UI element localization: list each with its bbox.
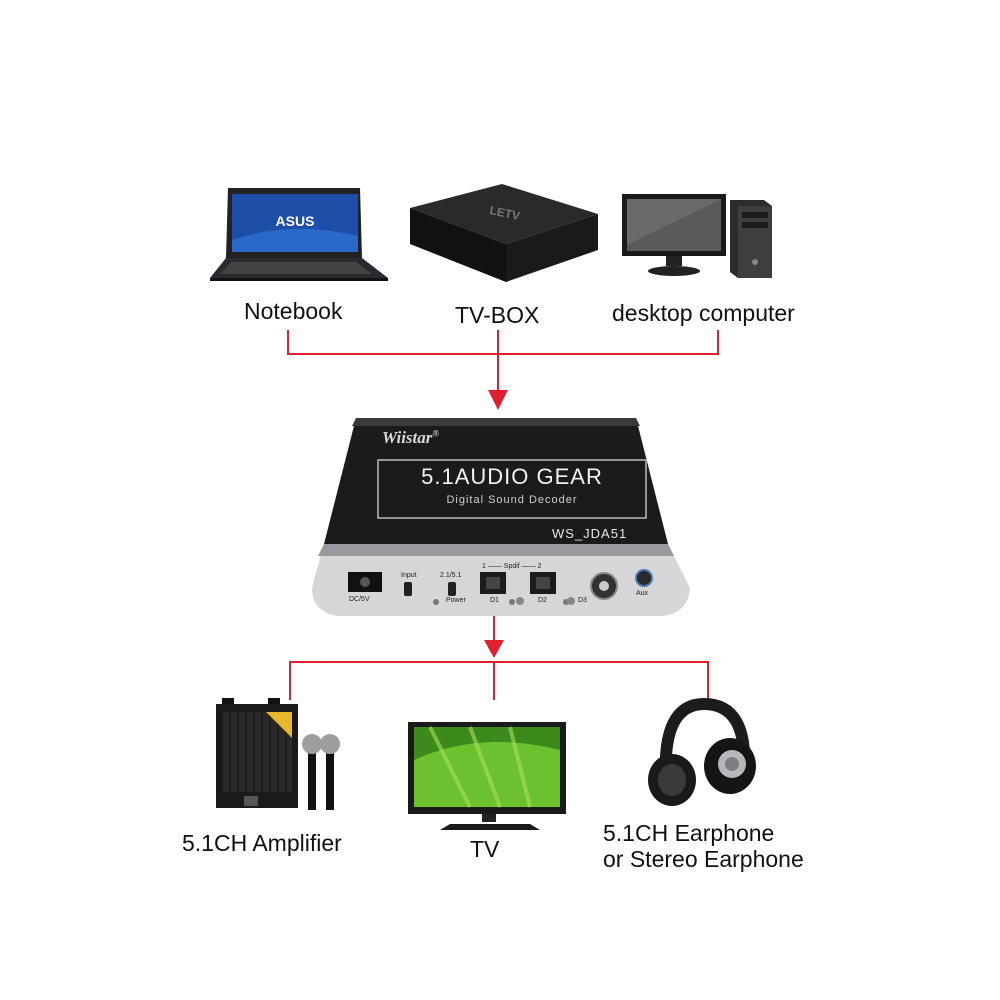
- device-brand: Wiistar®: [382, 428, 439, 448]
- port-label-power: Power: [446, 597, 466, 604]
- device-model: WS_JDA51: [552, 526, 628, 541]
- port-label-dc: DC/5V: [349, 596, 370, 603]
- source-label-tv-box: TV-BOX: [455, 302, 540, 328]
- device-subtitle: Digital Sound Decoder: [446, 494, 578, 506]
- input-arrow-head: [488, 390, 508, 410]
- aux-port: [635, 569, 653, 587]
- input-connector: [287, 330, 719, 394]
- output-connector: [289, 614, 709, 700]
- port-label-input: Input: [401, 572, 417, 579]
- device-title: 5.1AUDIO GEAR: [421, 464, 603, 489]
- port-label-mode: 2.1/5.1: [440, 572, 462, 579]
- laptop-screen-logo: ASUS: [276, 213, 315, 229]
- output-label-tv: TV: [470, 836, 500, 862]
- device-brand-mark: ®: [432, 428, 440, 439]
- tv-box-logo: LETV: [488, 203, 521, 223]
- device-brand-name: Wiistar: [382, 428, 433, 447]
- source-label-notebook: Notebook: [244, 298, 343, 324]
- port-label-d2: D2: [538, 597, 547, 604]
- output-label-earphone: 5.1CH Earphone or Stereo Earphone: [603, 820, 804, 872]
- port-label-aux: Aux: [636, 590, 649, 597]
- output-arrow-head: [484, 640, 504, 658]
- port-label-d1: D1: [490, 597, 499, 604]
- port-label-spdif: 1 —— Spdif —— 2: [482, 563, 542, 570]
- port-label-d3: D3: [578, 597, 587, 604]
- output-label-amplifier: 5.1CH Amplifier: [182, 830, 342, 856]
- mode-switch: [448, 582, 456, 596]
- output-label-earphone-line2: or Stereo Earphone: [603, 846, 804, 872]
- source-label-desktop-computer: desktop computer: [612, 300, 795, 326]
- input-button: [404, 582, 412, 596]
- output-label-earphone-line1: 5.1CH Earphone: [603, 820, 775, 846]
